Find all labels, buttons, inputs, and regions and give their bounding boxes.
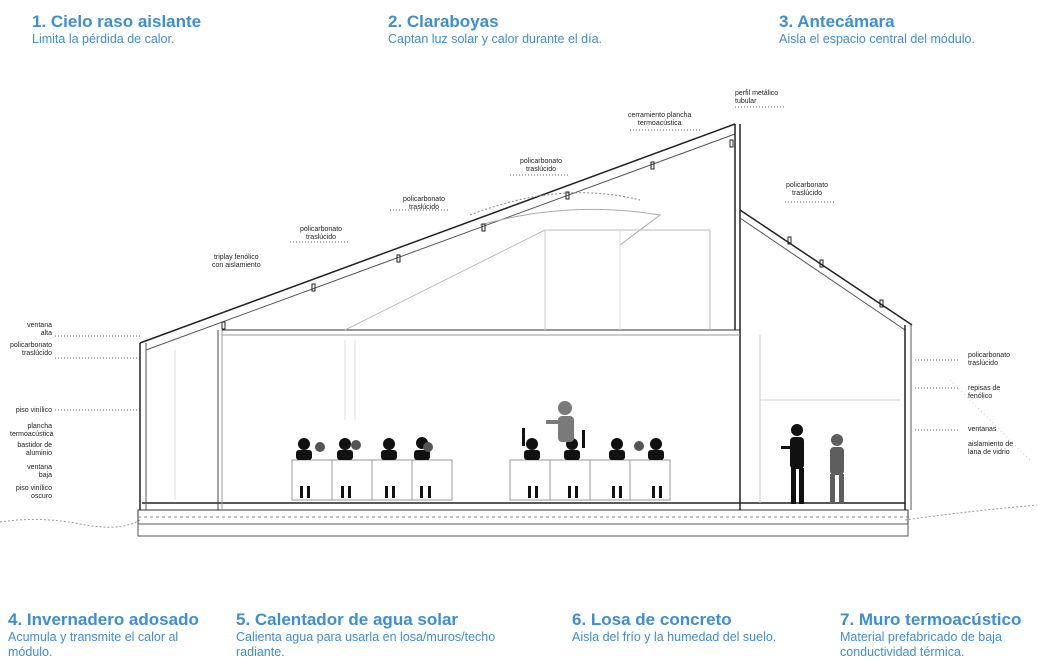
annotation-poli-mid-line1: policarbonato	[403, 196, 446, 203]
feature-7-desc-line2: conductividad térmica.	[840, 645, 965, 659]
feature-5: 5. Calentador de agua solar Calienta agu…	[236, 610, 495, 660]
annotation-triplay-line1: triplay fenólico	[213, 254, 259, 261]
annotation-piso-oscuro: piso vinílico oscuro	[10, 485, 52, 501]
annotation-ventanas: ventanas	[968, 426, 997, 433]
feature-1: 1. Cielo raso aislante Limita la pérdida…	[32, 12, 201, 47]
annotation-poli-top-line1: policarbonato	[520, 158, 563, 165]
feature-1-title: 1. Cielo raso aislante	[32, 12, 202, 31]
annotation-repisas-line2: fenólico	[968, 393, 993, 400]
annotation-ventana-baja: ventana baja	[10, 464, 52, 480]
annotation-poli-mid-line2: traslúcido	[409, 204, 439, 211]
annotation-poli-wall-line1: policarbonato	[10, 342, 53, 349]
annotation-ventana-baja-line1: ventana	[27, 464, 52, 471]
annotation-poli-left-line2: traslúcido	[306, 234, 336, 241]
annotation-poli-wall-line2: traslúcido	[22, 350, 52, 357]
annotation-perfil: perfil metálico tubular	[735, 90, 778, 106]
annotation-perfil-line2: tubular	[735, 98, 757, 105]
feature-6: 6. Losa de concreto Aisla del frío y la …	[572, 610, 776, 645]
feature-3-title: 3. Antecámara	[779, 12, 895, 31]
feature-4-desc-line2: módulo.	[8, 645, 53, 659]
annotation-poli-left-line1: policarbonato	[300, 226, 343, 233]
feature-3: 3. Antecámara Aisla el espacio central d…	[779, 12, 975, 47]
skylight-glazing	[469, 192, 641, 216]
annotation-ventana-alta-line2: alta	[40, 330, 52, 337]
annotation-ventana-baja-line2: baja	[38, 472, 52, 479]
feature-7-desc-line1: Material prefabricado de baja	[840, 630, 1002, 644]
annotation-poli-east: policarbonato traslúcido	[968, 352, 1010, 368]
standing-person-dark	[781, 424, 804, 504]
annotation-piso-vinilico: piso vinílico	[15, 407, 52, 414]
annotation-piso-oscuro-line2: oscuro	[30, 493, 52, 500]
annotation-plancha-line2: termoacústica	[10, 431, 54, 438]
standing-person-light	[830, 434, 844, 504]
annotation-poli-wall: policarbonato traslúcido	[10, 342, 52, 358]
annotation-cerramiento-line1: cerramiento plancha	[628, 112, 692, 119]
annotation-poli-right-line2: traslúcido	[792, 190, 822, 197]
teacher-figure	[546, 401, 574, 442]
annotation-poli-east-line1: policarbonato	[968, 352, 1011, 359]
annotation-triplay: triplay fenólico con aislamiento	[212, 254, 261, 270]
annotation-poli-mid: policarbonato traslúcido	[403, 196, 445, 212]
right-roof	[739, 209, 913, 326]
annotation-poli-east-line2: traslúcido	[968, 360, 998, 367]
feature-6-desc: Aisla del frío y la humedad del suelo.	[572, 630, 777, 644]
annotation-lana-line1: aislamiento de	[968, 441, 1014, 448]
feature-4-desc-line1: Acumula y transmite el calor al	[8, 630, 179, 644]
student-desks	[291, 459, 671, 501]
feature-4: 4. Invernadero adosado Acumula y transmi…	[8, 610, 199, 660]
feature-2: 2. Claraboyas Captan luz solar y calor d…	[388, 12, 602, 47]
annotation-triplay-line2: con aislamiento	[212, 262, 261, 269]
annotation-repisas-line1: repisas de	[968, 385, 1001, 392]
feature-4-title: 4. Invernadero adosado	[8, 610, 199, 629]
annotation-bastidor: bastidor de aluminio	[10, 442, 52, 458]
annotation-cerramiento-line2: termoacústica	[637, 120, 682, 127]
students	[296, 428, 664, 498]
annotation-plancha: plancha termoacústica	[10, 423, 54, 439]
annotation-perfil-line1: perfil metálico	[735, 90, 779, 97]
annotation-piso-oscuro-line1: piso vinílico	[15, 485, 52, 492]
main-roof	[139, 123, 736, 344]
annotation-ventana-alta-line1: ventana	[27, 322, 52, 329]
annotation-lana-line2: lana de vidrio	[968, 449, 1010, 456]
annotation-bastidor-line2: aluminio	[25, 450, 52, 457]
feature-3-desc: Aisla el espacio central del módulo.	[779, 32, 975, 46]
annotation-lana: aislamiento de lana de vidrio	[968, 441, 1013, 457]
annotation-ventana-alta: ventana alta	[20, 322, 52, 338]
annotation-plancha-line1: plancha	[27, 423, 52, 430]
annotation-repisas: repisas de fenólico	[968, 385, 1000, 401]
feature-1-desc: Limita la pérdida de calor.	[32, 32, 175, 46]
feature-2-desc: Captan luz solar y calor durante el día.	[388, 32, 603, 46]
feature-7-title: 7. Muro termoacústico	[840, 610, 1022, 629]
annotation-poli-left: policarbonato traslúcido	[300, 226, 342, 242]
annotation-poli-top-line2: traslúcido	[526, 166, 556, 173]
annotation-cerramiento: cerramiento plancha termoacústica	[628, 112, 691, 128]
feature-5-title: 5. Calentador de agua solar	[236, 610, 459, 629]
feature-2-title: 2. Claraboyas	[388, 12, 499, 31]
feature-5-desc-line1: Calienta agua para usarla en losa/muros/…	[236, 630, 496, 644]
feature-7: 7. Muro termoacústico Material prefabric…	[840, 610, 1021, 660]
feature-6-title: 6. Losa de concreto	[572, 610, 732, 629]
annotation-poli-right: policarbonato traslúcido	[786, 182, 828, 198]
terrain-line	[0, 518, 141, 528]
annotation-poli-top: policarbonato traslúcido	[520, 158, 562, 174]
annotation-bastidor-line1: bastidor de	[17, 442, 52, 449]
annotation-poli-right-line1: policarbonato	[786, 182, 829, 189]
feature-5-desc-line2: radiante.	[236, 645, 285, 659]
